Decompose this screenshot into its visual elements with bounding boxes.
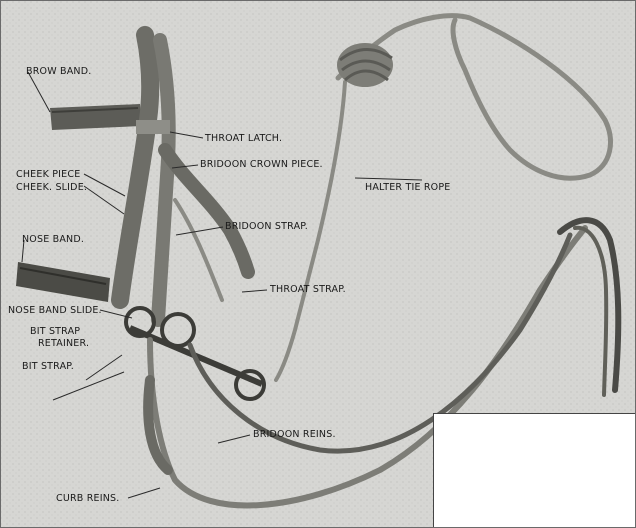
label-nose-band-slide: NOSE BAND SLIDE. bbox=[8, 305, 102, 316]
label-bit-strap: BIT STRAP. bbox=[22, 361, 74, 372]
label-cheek-slide: CHEEK. SLIDE. bbox=[16, 182, 87, 193]
label-halter-tie-rope: HALTER TIE ROPE bbox=[365, 182, 451, 193]
label-bridoon-strap: BRIDOON STRAP. bbox=[225, 221, 308, 232]
brow-band-shape bbox=[50, 104, 142, 130]
label-bridoon-reins: BRIDOON REINS. bbox=[253, 429, 336, 440]
label-bridoon-crown-piece: BRIDOON CROWN PIECE. bbox=[200, 159, 323, 170]
blank-corner-panel bbox=[433, 413, 636, 528]
label-nose-band: NOSE BAND. bbox=[22, 234, 84, 245]
label-throat-strap: THROAT STRAP. bbox=[270, 284, 346, 295]
label-bit-strap-retainer-line1: BIT STRAP bbox=[30, 326, 80, 337]
label-curb-reins: CURB REINS. bbox=[56, 493, 120, 504]
label-cheek-piece: CHEEK PIECE bbox=[16, 169, 80, 180]
label-brow-band: BROW BAND. bbox=[26, 66, 91, 77]
rope-knot bbox=[337, 43, 393, 87]
label-bit-strap-retainer-line2: RETAINER. bbox=[38, 338, 89, 349]
label-throat-latch: THROAT LATCH. bbox=[205, 133, 282, 144]
